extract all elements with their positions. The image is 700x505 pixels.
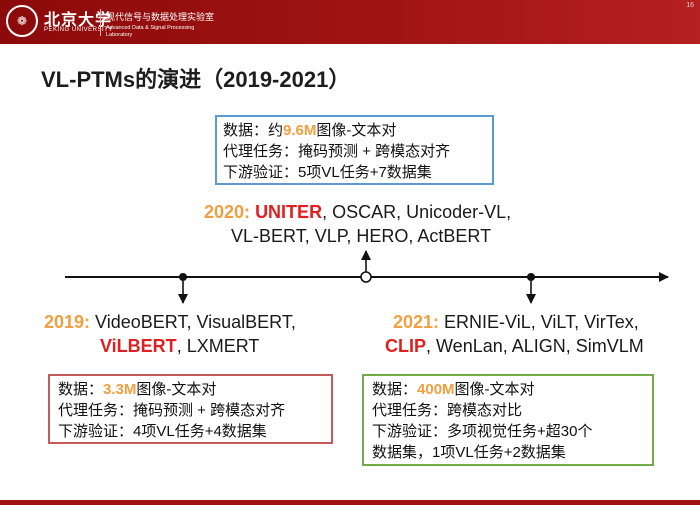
info-box-2019: 数据：3.3M图像-文本对 代理任务：掩码预测 + 跨模态对齐 下游验证：4项V… [48, 374, 333, 444]
models-2021-line1: 2021: ERNIE-ViL, ViLT, VirTex, [393, 312, 639, 332]
lab-name-en-line2: Laboratory [106, 32, 133, 38]
models-2020-line2: VL-BERT, VLP, HERO, ActBERT [231, 226, 492, 246]
proxy-line-2020: 代理任务：掩码预测 + 跨模态对齐 [223, 143, 451, 160]
timeline-node-2020 [360, 271, 372, 283]
proxy-line-2019: 代理任务：掩码预测 + 跨模态对齐 [58, 402, 286, 419]
header-bar: ❁ 北京大学 PEKING UNIVERSITY 现代信号与数据处理实验室 Ad… [0, 0, 700, 44]
lab-name-en-line1: Advanced Data & Signal Processing [106, 25, 195, 31]
highlight-model-2021: CLIP [385, 336, 427, 356]
data-value-2020: 9.6M [283, 122, 317, 139]
models-2021-line2: CLIP, WenLan, ALIGN, SimVLM [385, 336, 644, 356]
timeline-node-2021 [527, 273, 535, 281]
data-line-2019: 数据：3.3M图像-文本对 [58, 381, 217, 398]
data-line-2021: 数据：400M图像-文本对 [372, 381, 535, 398]
models-2019-line2: ViLBERT, LXMERT [100, 336, 260, 356]
info-box-2021: 数据：400M图像-文本对 代理任务：跨模态对比 下游验证：多项视觉任务+超30… [362, 374, 654, 466]
data-value-2019: 3.3M [103, 381, 137, 398]
university-name-cn: 北京大学 [44, 10, 113, 29]
info-box-2020: 数据：约9.6M图像-文本对 代理任务：掩码预测 + 跨模态对齐 下游验证：5项… [215, 115, 494, 185]
year-2020: 2020: [204, 202, 251, 222]
models-2020-line1: 2020: UNITER, OSCAR, Unicoder-VL, [204, 202, 512, 222]
page-number: 16 [686, 2, 694, 9]
timeline-node-2019 [179, 273, 187, 281]
data-value-2021: 400M [417, 381, 455, 398]
data-line-2020: 数据：约9.6M图像-文本对 [223, 122, 397, 139]
highlight-model-2020: UNITER [255, 202, 323, 222]
downstream-line-2021-b: 数据集，1项VL任务+2数据集 [372, 444, 566, 461]
header-divider [100, 9, 101, 36]
footer-bar [0, 500, 700, 505]
year-2019: 2019: [44, 312, 91, 332]
downstream-line-2020: 下游验证：5项VL任务+7数据集 [223, 164, 432, 181]
university-name-en: PEKING UNIVERSITY [44, 27, 113, 33]
highlight-model-2019: ViLBERT [100, 336, 177, 356]
university-seal-icon: ❁ [6, 5, 38, 37]
year-2021: 2021: [393, 312, 440, 332]
slide-title: VL-PTMs的演进（2019-2021） [41, 67, 351, 92]
downstream-line-2019: 下游验证：4项VL任务+4数据集 [58, 423, 267, 440]
proxy-line-2021: 代理任务：跨模态对比 [372, 402, 523, 419]
downstream-line-2021-a: 下游验证：多项视觉任务+超30个 [372, 423, 593, 440]
models-2019-line1: 2019: VideoBERT, VisualBERT, [44, 312, 296, 332]
lab-name-cn: 现代信号与数据处理实验室 [106, 12, 215, 22]
